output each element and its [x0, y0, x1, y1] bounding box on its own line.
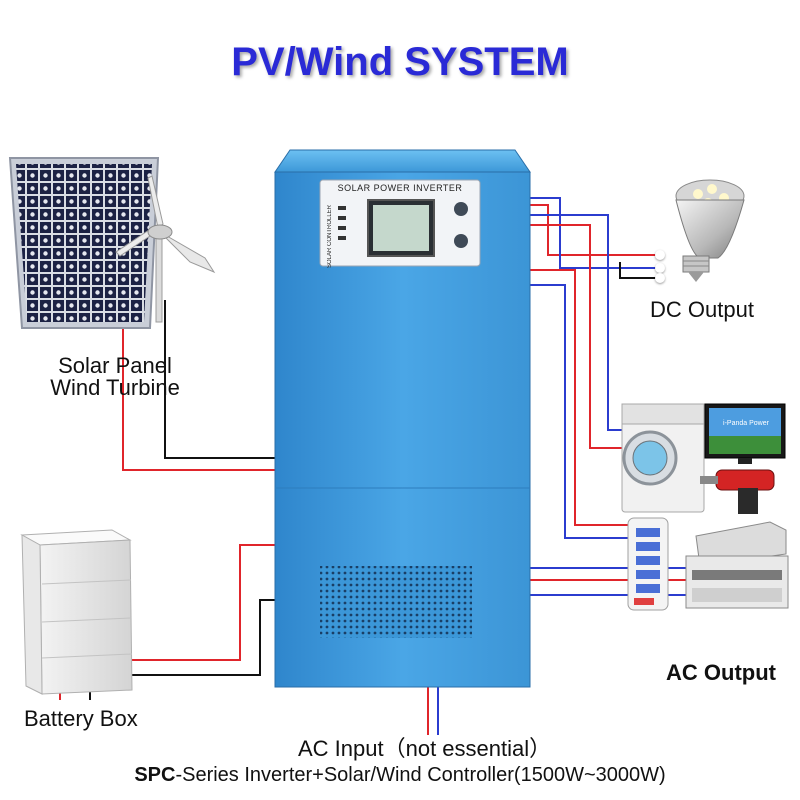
wire-ac-red-1	[530, 224, 650, 449]
battery-box	[20, 529, 133, 695]
laser-printer	[685, 521, 789, 609]
label-solar-panel: Solar Panel	[58, 353, 172, 378]
wire-ac-blue-2	[530, 284, 640, 539]
label-dc-output: DC Output	[650, 297, 754, 322]
power-strip	[627, 517, 669, 611]
page-title: PV/Wind SYSTEM	[231, 40, 569, 84]
wire-dc-blue-1	[530, 197, 660, 269]
footer-prefix: SPC	[134, 764, 176, 786]
wire-dc-black-1	[619, 262, 660, 279]
footer-rest: -Series Inverter+Solar/Wind Controller(1…	[175, 764, 666, 786]
wire-ac-red-2	[530, 269, 640, 526]
wire-solar-red	[122, 300, 275, 471]
wire-dc-red-1	[530, 204, 660, 256]
wire-wind-black	[164, 300, 275, 459]
label-ac-output: AC Output	[666, 660, 776, 685]
inverter-panel-side-text: SOLAR CONTROLLER	[327, 205, 333, 269]
washing-machine	[621, 403, 705, 513]
power-drill	[700, 469, 775, 514]
wire-terminal	[655, 273, 665, 283]
tv-screen-text: i-Panda Power	[723, 420, 769, 427]
wire-terminal	[655, 250, 665, 260]
label-battery-box: Battery Box	[24, 706, 138, 731]
led-bulb	[675, 179, 745, 282]
wire-terminal	[655, 263, 665, 273]
footer-caption: SPC-Series Inverter+Solar/Wind Controlle…	[0, 764, 800, 787]
label-ac-input: AC Input（not essential）	[298, 736, 552, 761]
inverter-cabinet	[274, 149, 531, 688]
label-wind-turbine: Wind Turbine	[50, 375, 180, 400]
television	[704, 403, 786, 464]
solar-panel	[8, 157, 160, 329]
wind-turbine	[115, 175, 216, 323]
inverter-panel-title: SOLAR POWER INVERTER	[337, 183, 463, 193]
